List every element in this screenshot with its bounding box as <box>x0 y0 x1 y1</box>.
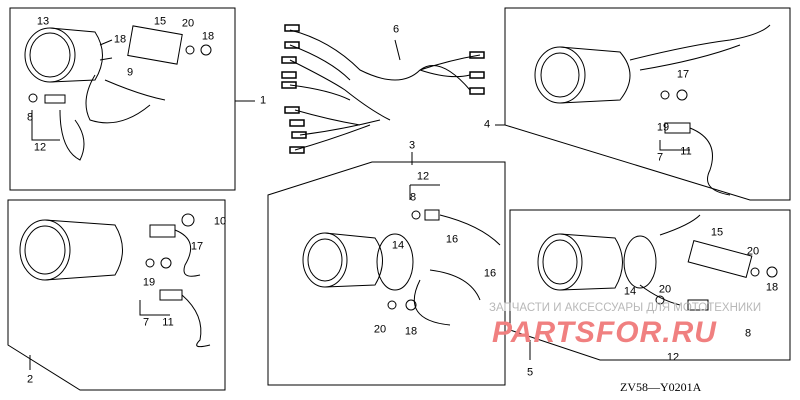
callout-20: 20 <box>181 17 195 30</box>
gauge-3 <box>302 209 501 326</box>
callout-3: 3 <box>408 139 416 152</box>
callout-2: 2 <box>26 373 34 386</box>
callout-18: 18 <box>404 325 418 338</box>
callout-12: 12 <box>416 170 430 183</box>
gauge-5 <box>537 214 778 311</box>
callout-18: 18 <box>765 281 779 294</box>
callout-7: 7 <box>656 151 664 164</box>
callout-14: 14 <box>623 285 637 298</box>
callout-20: 20 <box>373 323 387 336</box>
callout-19: 19 <box>142 276 156 289</box>
gauge-1 <box>24 25 212 161</box>
callout-17: 17 <box>190 240 204 253</box>
gauge-2 <box>19 213 211 348</box>
callout-20: 20 <box>746 245 760 258</box>
callout-13: 13 <box>36 15 50 28</box>
callout-19: 19 <box>656 121 670 134</box>
callout-16: 16 <box>445 233 459 246</box>
callout-5: 5 <box>526 366 534 379</box>
callout-11: 11 <box>162 316 174 329</box>
callout-18: 18 <box>113 33 127 46</box>
wire-harness <box>281 24 485 154</box>
panel-1-outline <box>9 7 236 191</box>
callout-7: 7 <box>142 316 150 329</box>
callout-20: 20 <box>658 283 672 296</box>
panel-5-outline <box>509 209 791 361</box>
callout-8: 8 <box>26 111 34 124</box>
panel-3-outline <box>267 161 506 386</box>
callout-15: 15 <box>153 15 167 28</box>
callout-12: 12 <box>33 141 47 154</box>
callout-15: 15 <box>710 226 724 239</box>
callout-1: 1 <box>259 94 267 107</box>
diagram-code: ZV58—Y0201A <box>620 380 702 394</box>
callout-8: 8 <box>744 327 752 340</box>
panel-4-outline <box>504 7 791 201</box>
callout-17: 17 <box>676 68 690 81</box>
callout-9: 9 <box>126 66 134 79</box>
callout-14: 14 <box>391 239 405 252</box>
panel-2-outline <box>7 199 226 391</box>
callout-12: 12 <box>666 351 680 364</box>
callout-10: 10 <box>213 215 227 228</box>
callout-16: 16 <box>483 267 497 280</box>
watermark-logo: PARTSFOR.RU <box>492 316 717 349</box>
callout-18: 18 <box>201 30 215 43</box>
callout-6: 6 <box>392 23 400 36</box>
callout-8: 8 <box>409 191 417 204</box>
callout-11: 11 <box>680 145 692 158</box>
watermark-caption: ЗАПЧАСТИ И АКСЕССУАРЫ ДЛЯ МОТОТЕХНИКИ <box>489 302 762 314</box>
callout-4: 4 <box>483 118 491 131</box>
gauge-4 <box>534 24 771 196</box>
